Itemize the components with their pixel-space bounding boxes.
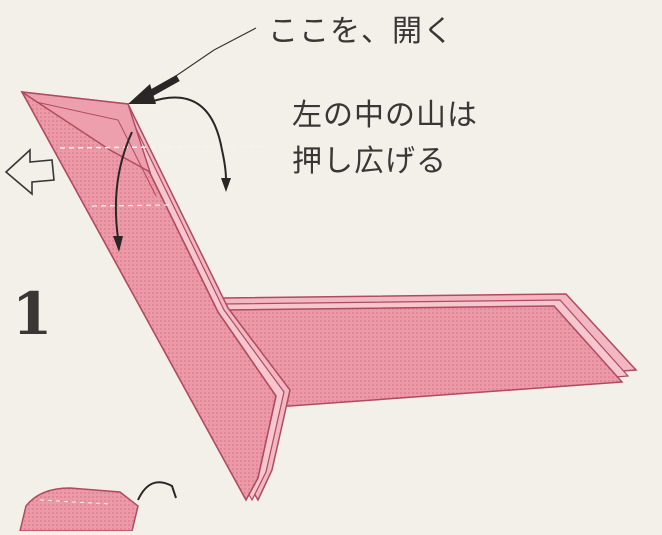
step-number: 1 <box>12 280 53 348</box>
open-here-arrow-icon <box>128 74 180 104</box>
dashed-fold-line-2 <box>91 204 171 207</box>
annotation-spread-line2: 押し広げる <box>292 144 447 179</box>
open-here-callout-line <box>169 27 257 81</box>
fold-down-arrow-icon <box>149 96 231 192</box>
top-flap <box>21 91 152 174</box>
fold-back-arrow-icon <box>113 131 133 252</box>
flap-fold-line <box>35 101 157 197</box>
next-step-preview <box>19 481 177 532</box>
annotation-spread-line1: 左の中の山は <box>292 98 478 133</box>
dashed-fold-line-1 <box>59 145 269 149</box>
annotation-open-here: ここを、開く <box>268 14 454 49</box>
dashed-fold-line-3 <box>135 93 191 111</box>
push-arrow-icon <box>4 148 55 196</box>
